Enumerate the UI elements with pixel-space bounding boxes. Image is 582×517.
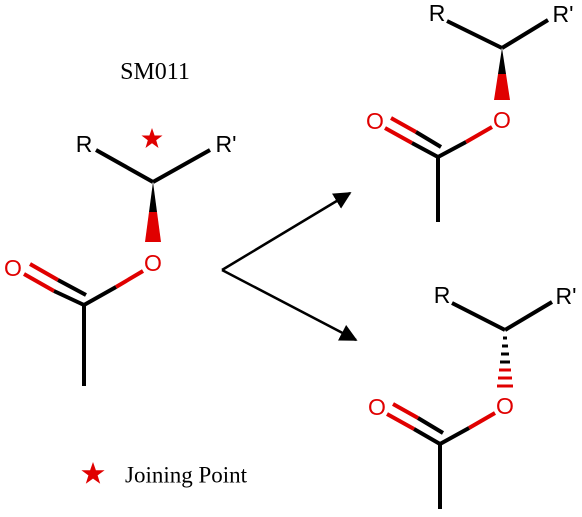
carbonyl-double-bond-red-2 xyxy=(390,116,417,134)
atom-carbonyl-oxygen: O xyxy=(366,108,384,134)
bond-c-r xyxy=(451,301,506,332)
bond-o-c-black xyxy=(437,140,467,159)
atom-carbonyl-oxygen: O xyxy=(368,394,386,420)
arrow-to-wedge-product xyxy=(221,191,352,272)
atom-r: R xyxy=(429,0,446,26)
arrow-to-hash-product xyxy=(221,268,358,342)
legend: Joining Point xyxy=(81,462,248,488)
wedge-bond-c-o xyxy=(145,182,161,242)
compound-title: SM011 xyxy=(120,59,190,85)
carbonyl-double-bond-red-1 xyxy=(23,272,55,293)
bond-c-r xyxy=(95,148,154,184)
bond-c-r xyxy=(446,19,503,50)
atom-ester-oxygen: O xyxy=(493,107,511,133)
atom-r-prime: R' xyxy=(215,131,236,157)
bond-c-r-prime xyxy=(500,18,550,50)
carbonyl-double-bond-black-1 xyxy=(411,141,439,159)
bond-o-c-black xyxy=(439,426,470,446)
carbonyl-double-bond-red-2 xyxy=(29,262,59,282)
bond-o-c-red xyxy=(465,125,493,144)
carbonyl-double-bond-black-1 xyxy=(413,427,441,446)
starting-material: R R' O O xyxy=(4,128,237,386)
atom-r: R xyxy=(76,131,93,157)
product-hash: R R' O O xyxy=(368,282,577,509)
atom-carbonyl-oxygen: O xyxy=(4,255,22,281)
joining-point-star-icon xyxy=(141,128,163,148)
bond-o-c-black xyxy=(83,285,117,307)
red-star-icon xyxy=(81,462,105,484)
carbonyl-double-bond-black-2 xyxy=(416,416,445,435)
carbonyl-double-bond-black-2 xyxy=(414,130,443,149)
product-wedge: R R' O O xyxy=(366,0,574,222)
carbonyl-double-bond-black-2 xyxy=(57,278,87,297)
atom-r-prime: R' xyxy=(555,283,576,309)
bond-o-c-red xyxy=(114,269,145,289)
atom-ester-oxygen: O xyxy=(144,250,162,276)
bond-c-r-prime xyxy=(152,148,211,184)
reaction-arrows xyxy=(221,191,358,342)
carbonyl-double-bond-red-2 xyxy=(392,402,419,420)
atom-r: R xyxy=(434,282,451,308)
bond-c-r-prime xyxy=(503,300,554,332)
carbonyl-double-bond-red-1 xyxy=(386,412,415,431)
atom-r-prime: R' xyxy=(552,1,573,27)
carbonyl-double-bond-black-1 xyxy=(53,289,85,307)
carbonyl-double-bond-red-1 xyxy=(384,126,413,145)
bond-o-c-red xyxy=(468,411,496,430)
hash-bond-c-o xyxy=(497,336,513,388)
atom-ester-oxygen: O xyxy=(496,393,514,419)
wedge-bond-c-o xyxy=(494,48,510,100)
legend-label: Joining Point xyxy=(125,463,248,488)
